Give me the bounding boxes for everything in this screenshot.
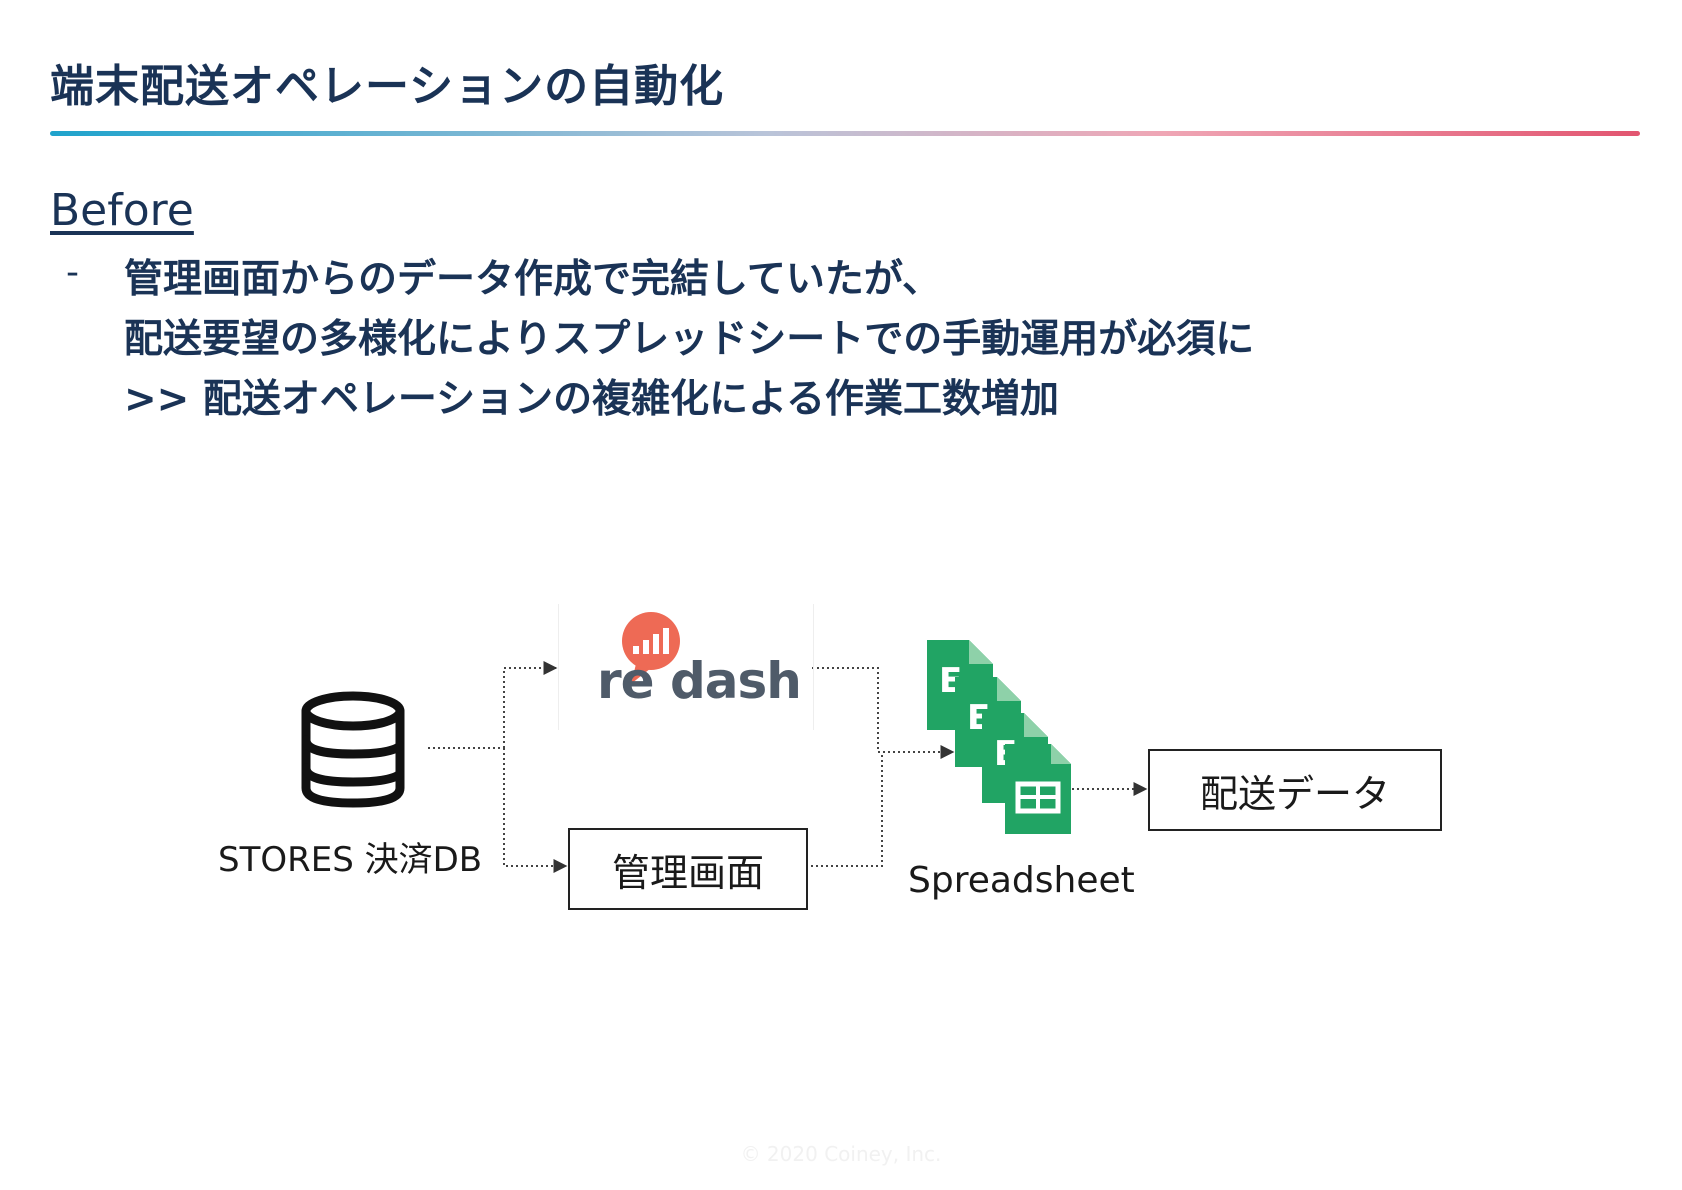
google-sheets-icon: E E E [927, 640, 1071, 834]
database-icon [301, 691, 405, 808]
body-line-3: >> 配送オペレーションの複雑化による作業工数増加 [124, 377, 1059, 422]
redash-panel [558, 604, 814, 730]
body-line-2: 配送要望の多様化によりスプレッドシートでの手動運用が必須に [124, 317, 1255, 362]
redash-logo-icon [622, 612, 680, 684]
database-label: STORES 決済DB [218, 840, 483, 880]
title-divider [50, 131, 1640, 136]
bullet-marker: - [66, 252, 79, 293]
spreadsheet-label: Spreadsheet [908, 860, 1135, 901]
redash-wordmark: re dash [597, 652, 802, 710]
connector-lines [428, 661, 1148, 873]
copyright-footer: © 2020 Coiney, Inc. [740, 1142, 942, 1166]
page-title: 端末配送オペレーションの自動化 [50, 61, 725, 112]
body-line-1: 管理画面からのデータ作成で完結していたが、 [124, 257, 942, 302]
section-label-before: Before [50, 185, 194, 236]
admin-screen-box: 管理画面 [568, 828, 808, 910]
delivery-data-box: 配送データ [1148, 749, 1442, 831]
